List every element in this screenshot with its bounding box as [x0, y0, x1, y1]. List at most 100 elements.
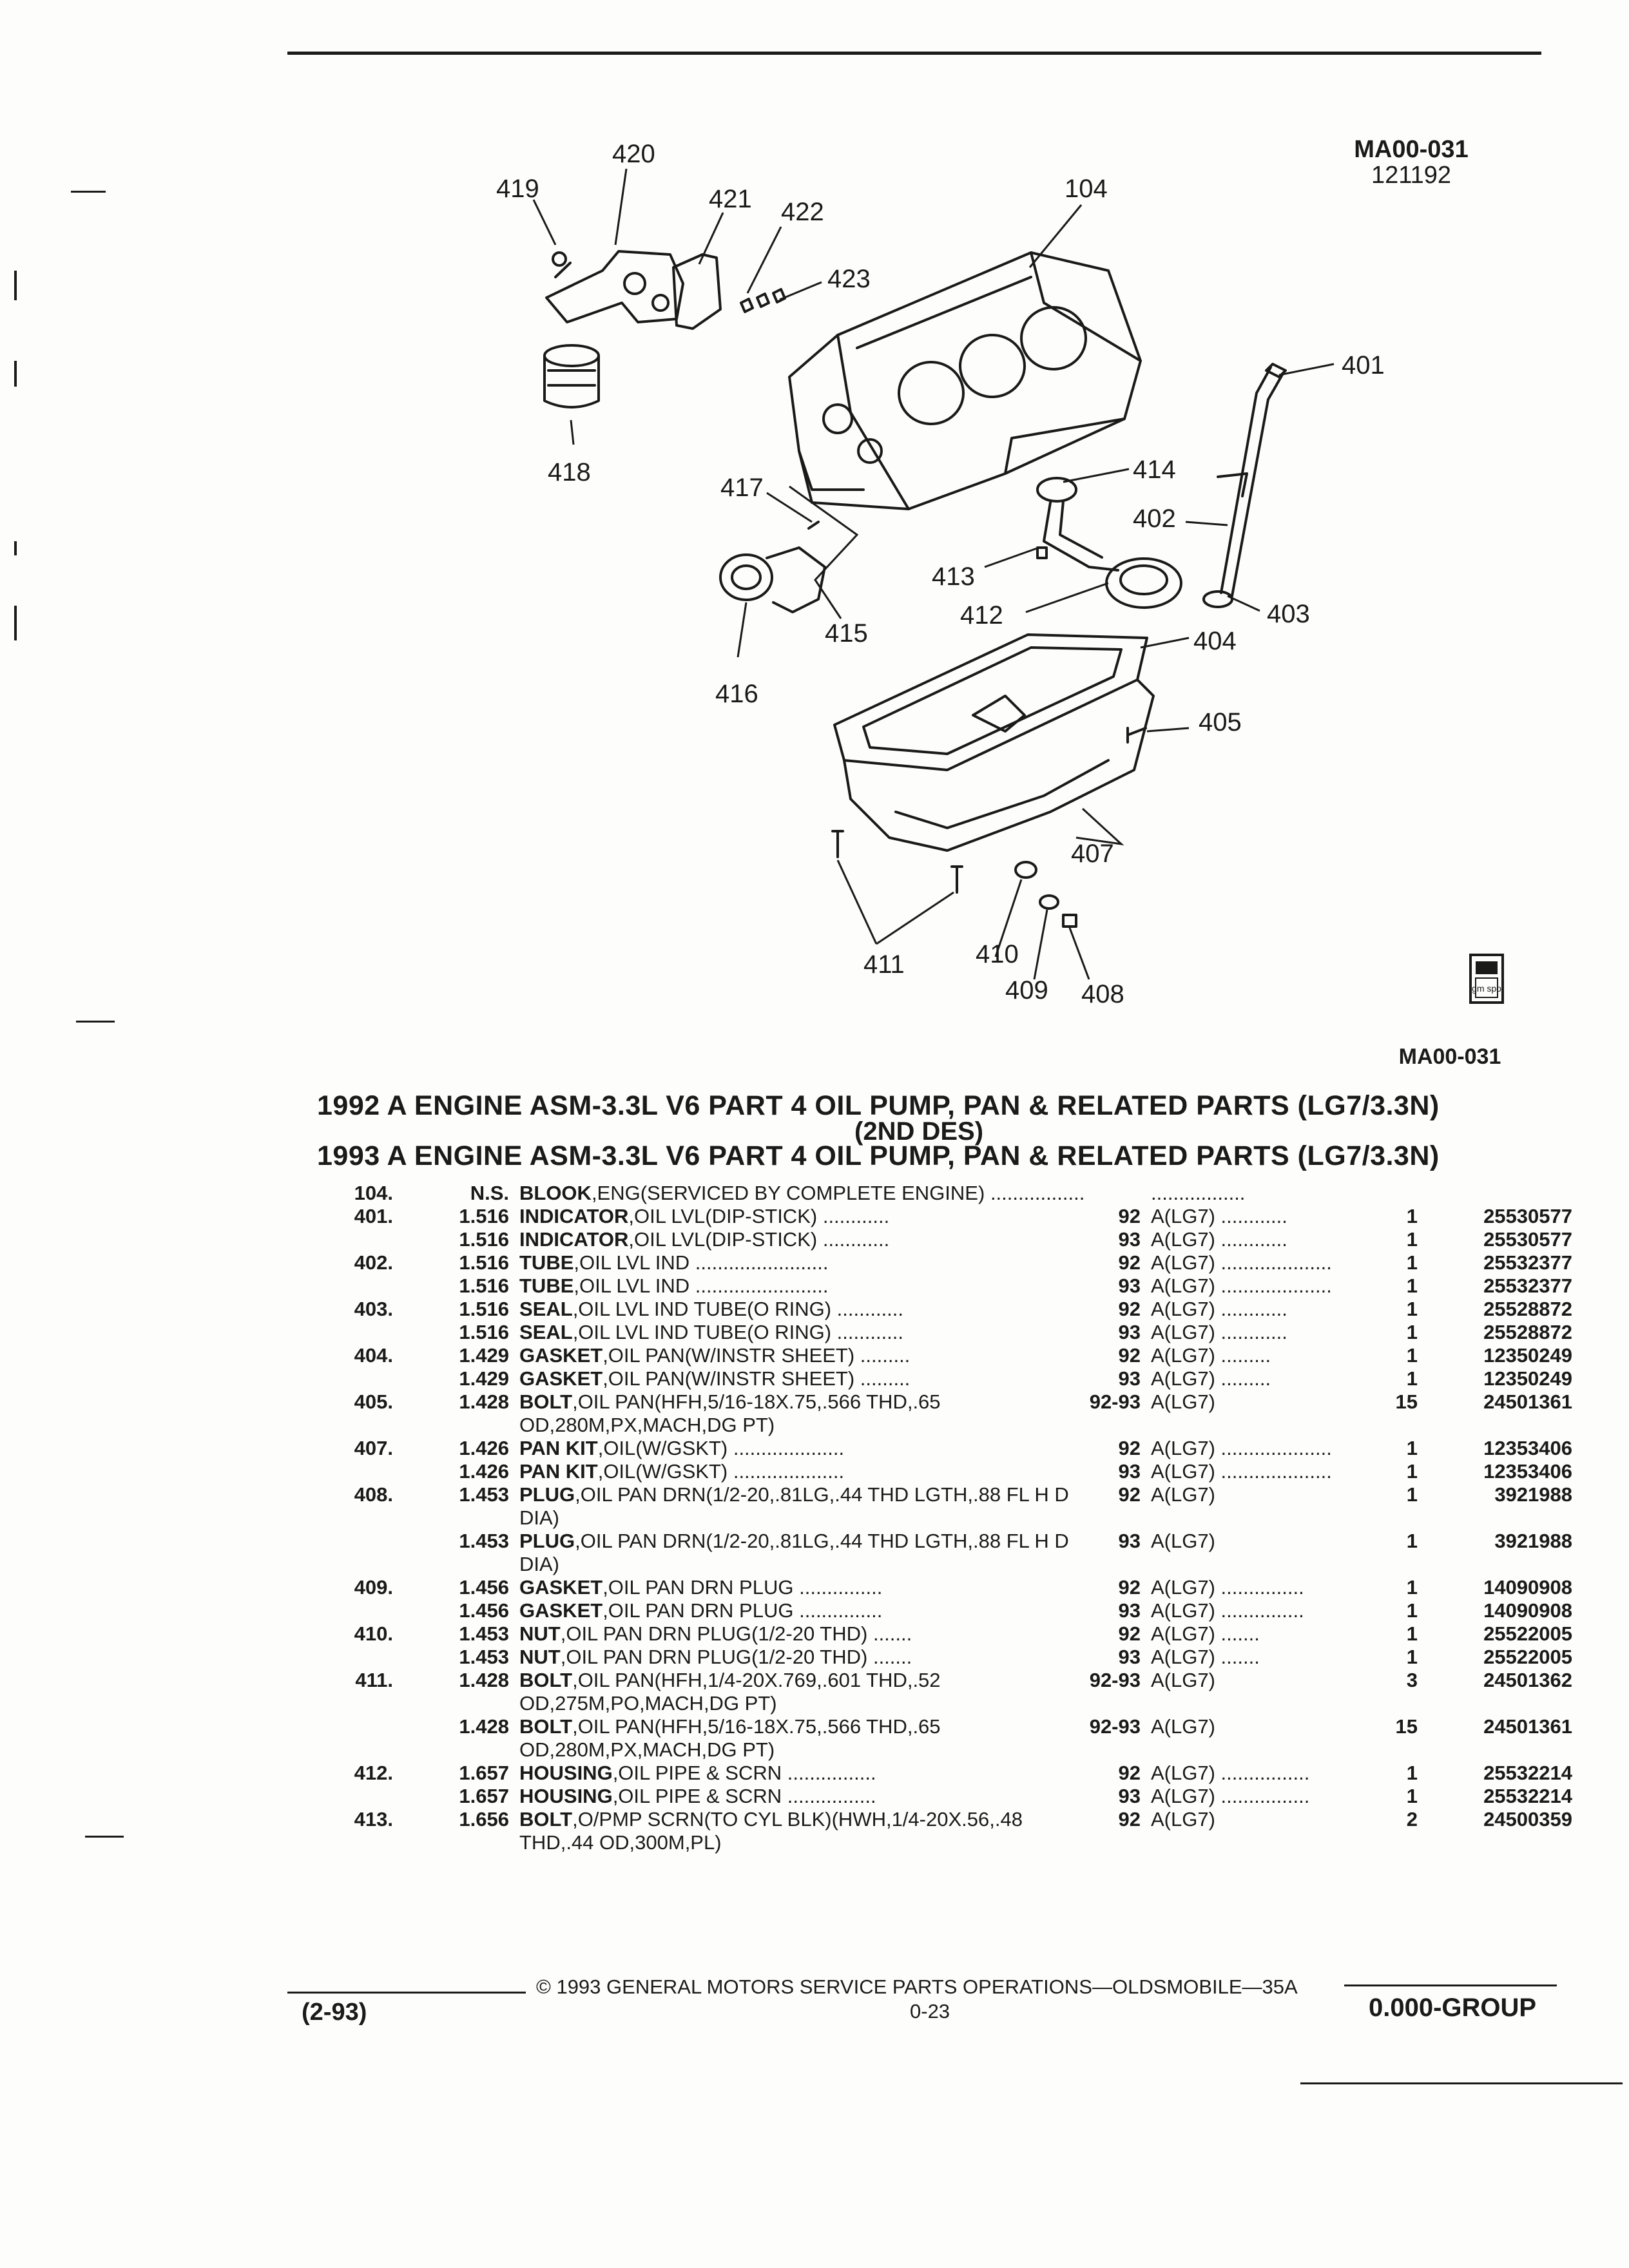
- part-engine: A(LG7) ........................: [1151, 1274, 1331, 1297]
- leader-dots: .......: [872, 1646, 912, 1668]
- part-description: HOUSING,OIL PIPE & SCRN ................: [519, 1762, 1093, 1785]
- footer-bottom-rule: [1300, 2082, 1623, 2084]
- part-detail: ,OIL LVL IND: [574, 1251, 690, 1274]
- part-catalog-number: 1.428: [459, 1390, 509, 1413]
- part-year: 92: [1118, 1808, 1141, 1831]
- part-year: 92: [1118, 1483, 1141, 1506]
- part-number: 12350249: [1483, 1344, 1572, 1367]
- footer-copyright: © 1993 GENERAL MOTORS SERVICE PARTS OPER…: [536, 1975, 1298, 1998]
- leader-dots: .........: [860, 1367, 911, 1390]
- callout-405: 405: [1199, 708, 1242, 736]
- part-description: TUBE,OIL LVL IND .......................…: [519, 1251, 1093, 1274]
- part-ref-number: 402.: [354, 1251, 393, 1274]
- pump-gasket-drawing: [672, 253, 722, 330]
- part-engine: A(LG7): [1151, 1715, 1215, 1738]
- part-year: 92: [1118, 1576, 1141, 1599]
- part-quantity: 1: [1406, 1622, 1418, 1645]
- margin-mark: [14, 271, 17, 300]
- part-detail: ,OIL PAN DRN(1/2-20,.81LG,.44 THD LGTH,.…: [519, 1483, 1069, 1529]
- part-engine: A(LG7): [1151, 1669, 1215, 1691]
- leader-dots: ............: [836, 1321, 904, 1343]
- part-description: PAN KIT,OIL(W/GSKT) ....................: [519, 1437, 1093, 1460]
- part-name: GASKET: [519, 1576, 603, 1599]
- oil-filter-drawing: [543, 344, 600, 408]
- callout-104: 104: [1065, 175, 1108, 203]
- part-engine: A(LG7) .......: [1151, 1622, 1260, 1645]
- part-detail: ,OIL PAN(W/INSTR SHEET): [602, 1367, 855, 1390]
- part-description: NUT,OIL PAN DRN PLUG(1/2-20 THD) .......: [519, 1622, 1093, 1646]
- part-ref-number: 410.: [354, 1622, 393, 1645]
- part-detail: ,ENG(SERVICED BY COMPLETE ENGINE): [591, 1182, 985, 1204]
- leader-dots: ............: [836, 1298, 904, 1320]
- parts-list: 104.N.S.BLOOK,ENG(SERVICED BY COMPLETE E…: [316, 1182, 1572, 1854]
- part-ref-number: 407.: [354, 1437, 393, 1459]
- leader-dots: .......: [872, 1622, 912, 1645]
- part-engine: A(LG7) ...............: [1151, 1576, 1304, 1599]
- callout-404: 404: [1193, 627, 1237, 655]
- part-description: HOUSING,OIL PIPE & SCRN ................: [519, 1785, 1093, 1808]
- callout-414: 414: [1133, 456, 1176, 484]
- part-detail: ,OIL PIPE & SCRN: [612, 1762, 782, 1784]
- leader-dots: ................: [787, 1762, 876, 1784]
- part-name: BOLT: [519, 1390, 573, 1413]
- part-name: TUBE: [519, 1274, 574, 1297]
- part-detail: ,OIL PAN(HFH,5/16-18X.75,.566 THD,.65 OD…: [519, 1390, 941, 1436]
- part-engine: A(LG7) ............: [1151, 1228, 1287, 1251]
- callout-412: 412: [960, 601, 1003, 629]
- dipstick-drawing: [1202, 363, 1287, 608]
- part-ref-number: 401.: [354, 1205, 393, 1227]
- part-engine: A(LG7) .......: [1151, 1646, 1260, 1668]
- part-description: SEAL,OIL LVL IND TUBE(O RING) ..........…: [519, 1298, 1093, 1321]
- leader-dots: .................: [990, 1182, 1085, 1204]
- part-quantity: 1: [1406, 1274, 1418, 1297]
- part-number: 12353406: [1483, 1437, 1572, 1459]
- part-year: 93: [1118, 1599, 1141, 1622]
- part-year: 92: [1118, 1205, 1141, 1227]
- part-year: 92-93: [1089, 1715, 1141, 1738]
- diagram-code: MA00-031: [1354, 136, 1469, 163]
- part-year: 92: [1118, 1344, 1141, 1367]
- part-number: 12353406: [1483, 1460, 1572, 1483]
- part-number: 25528872: [1483, 1321, 1572, 1343]
- part-quantity: 1: [1406, 1205, 1418, 1227]
- part-quantity: 1: [1406, 1251, 1418, 1274]
- callout-421: 421: [709, 185, 752, 213]
- part-detail: ,OIL PIPE & SCRN: [612, 1785, 782, 1807]
- part-number: 3921988: [1494, 1483, 1572, 1506]
- part-number: 3921988: [1494, 1530, 1572, 1552]
- part-quantity: 1: [1406, 1367, 1418, 1390]
- part-number: 24501361: [1483, 1390, 1572, 1413]
- footer-page-number: 0-23: [910, 2000, 950, 2023]
- leader-dots: ........................: [695, 1251, 829, 1274]
- part-engine: A(LG7) ....................: [1151, 1437, 1331, 1459]
- part-quantity: 3: [1406, 1669, 1418, 1691]
- callout-413: 413: [932, 562, 975, 591]
- part-engine: A(LG7): [1151, 1530, 1215, 1552]
- part-year: 93: [1118, 1785, 1141, 1807]
- part-description: BOLT,OIL PAN(HFH,5/16-18X.75,.566 THD,.6…: [519, 1390, 1093, 1437]
- callout-408: 408: [1081, 980, 1124, 1008]
- part-name: INDICATOR: [519, 1228, 629, 1251]
- part-ref-number: 403.: [354, 1298, 393, 1320]
- part-quantity: 1: [1406, 1530, 1418, 1552]
- part-quantity: 1: [1406, 1460, 1418, 1483]
- oil-pump-cover-drawing: [545, 250, 684, 323]
- part-quantity: 15: [1395, 1390, 1418, 1413]
- part-detail: ,OIL LVL IND TUBE(O RING): [572, 1298, 832, 1320]
- part-number: 25530577: [1483, 1205, 1572, 1227]
- part-engine: A(LG7) .........: [1151, 1344, 1271, 1367]
- part-engine: A(LG7) ........................: [1151, 1251, 1331, 1274]
- oil-pan-drawing: [833, 633, 1155, 852]
- part-number: 25532214: [1483, 1785, 1572, 1807]
- leader-dots: ...............: [799, 1599, 883, 1622]
- part-engine: A(LG7) ...............: [1151, 1599, 1304, 1622]
- part-catalog-number: N.S.: [470, 1182, 509, 1204]
- part-engine: A(LG7): [1151, 1483, 1215, 1506]
